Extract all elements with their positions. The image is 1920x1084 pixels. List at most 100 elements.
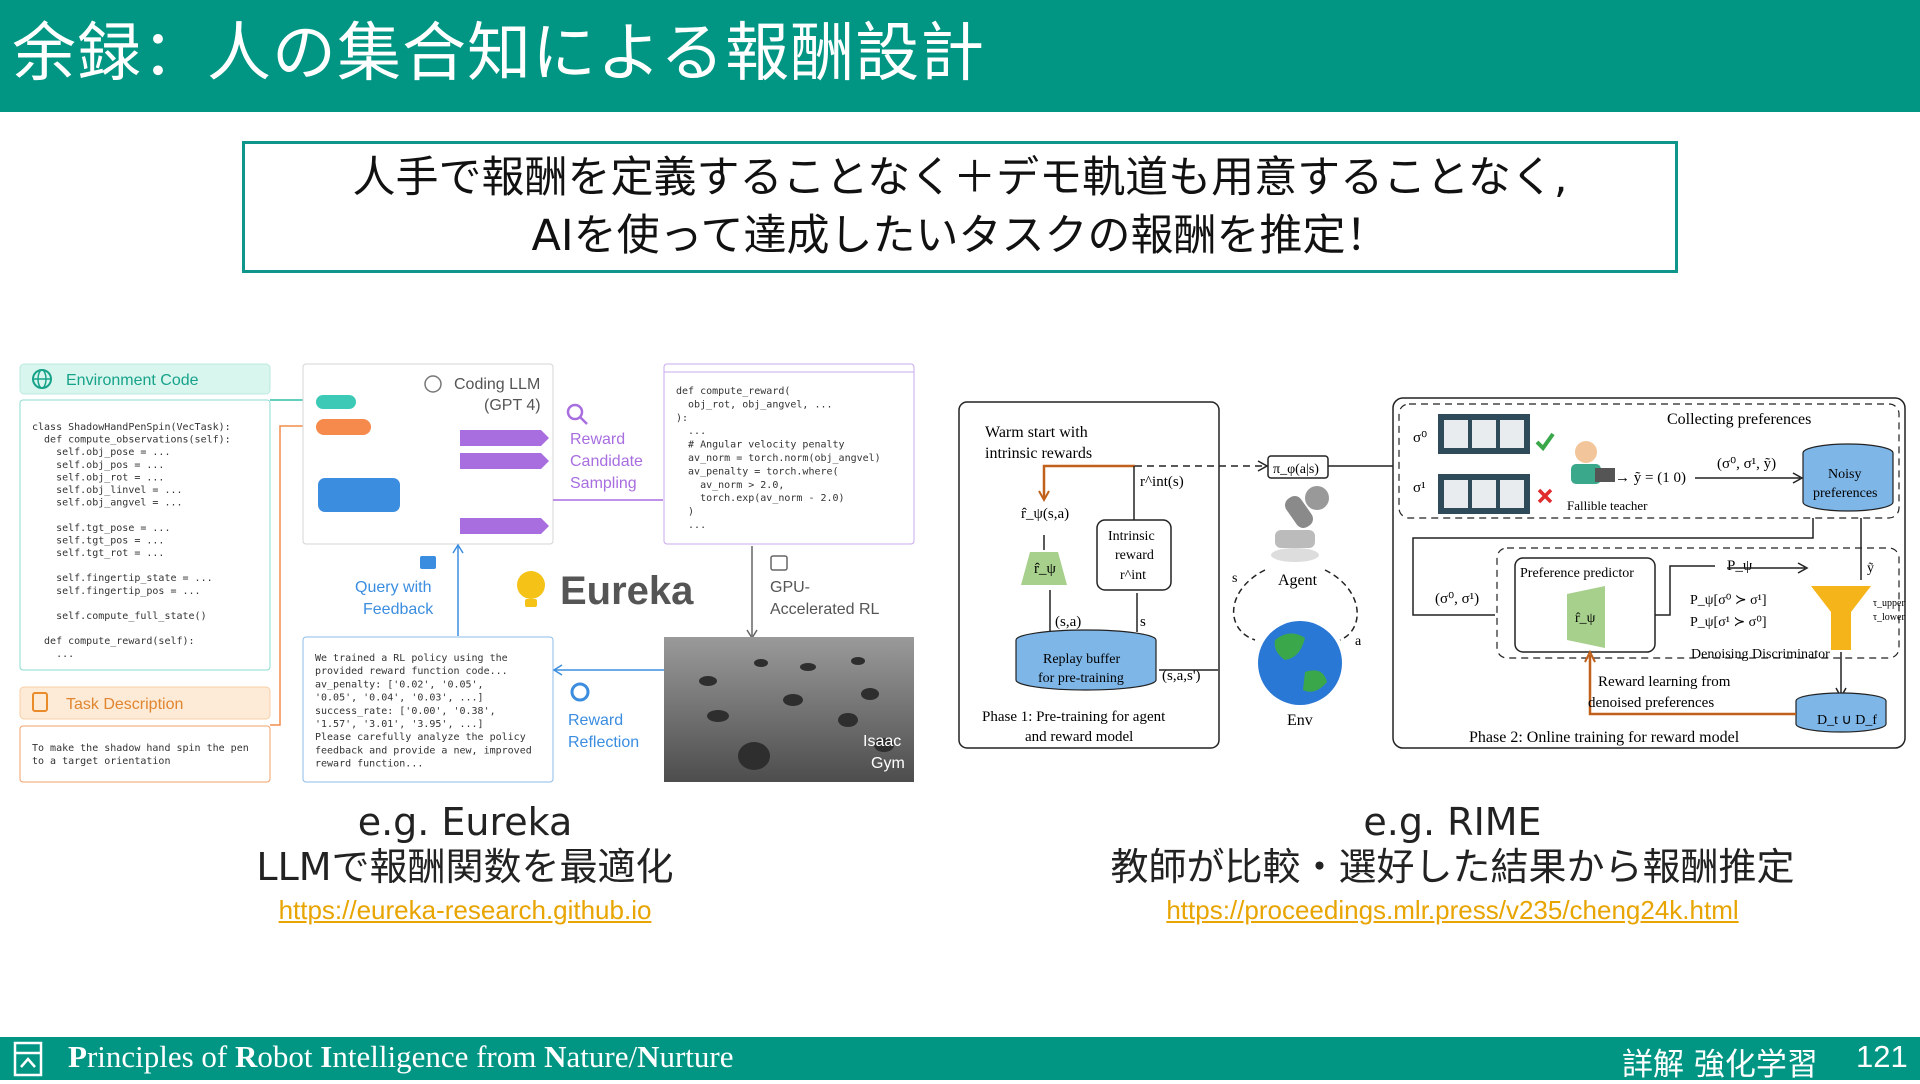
query-label-2: Feedback — [363, 601, 434, 618]
env-code-line: self.obj_pose = ... — [32, 447, 170, 458]
slide-title: 余録：人の集合知による報酬設計 — [12, 2, 985, 94]
rime-diagram: Warm start with intrinsic rewards r^int(… — [955, 390, 1910, 755]
reward-code-line: ... — [676, 426, 706, 437]
collecting-label: Collecting preferences — [1667, 411, 1811, 428]
callout-line-2: AIを使って達成したいタスクの報酬を推定！ — [245, 207, 1675, 265]
title-bar: 余録：人の集合知による報酬設計 — [0, 0, 1920, 112]
warm-start-2: intrinsic rewards — [985, 445, 1092, 462]
r-int-s: r^int(s) — [1140, 474, 1184, 490]
r-psi-sa: r̂_ψ(s,a) — [1021, 506, 1069, 522]
eureka-caption-1: e.g. Eureka — [150, 800, 780, 844]
y-tilde: → ỹ = (1 0) — [1615, 470, 1686, 486]
env-code-line: self.fingertip_state = ... — [32, 573, 213, 584]
book-title: 詳解 強化学習 — [1622, 1039, 1818, 1084]
sampling-label-3: Sampling — [570, 475, 637, 492]
reward-code-line: # Angular velocity penalty — [676, 440, 845, 451]
rime-caption-1: e.g. RIME — [1040, 800, 1865, 844]
feedback-line: feedback and provide a new, improved — [315, 745, 532, 756]
feedback-line: '1.57', '3.01', '3.95', ...] — [315, 719, 484, 730]
rime-caption: e.g. RIME 教師が比較・選好した結果から報酬推定 https://pro… — [1040, 800, 1865, 930]
task-line: To make the shadow hand spin the pen — [32, 743, 249, 754]
feedback-line: success_rate: ['0.00', '0.38', — [315, 706, 496, 717]
sigma1-label: σ¹ — [1413, 480, 1426, 496]
pi-label: π_φ(a|s) — [1273, 462, 1319, 477]
course-name: Principles of Robot Intelligence from Na… — [68, 1039, 734, 1075]
query-label-1: Query with — [355, 579, 431, 596]
reflection-label-1: Reward — [568, 712, 623, 729]
feedback-line: We trained a RL policy using the — [315, 653, 508, 664]
feedback-line: reward function... — [315, 759, 423, 770]
eureka-link[interactable]: https://eureka-research.github.io — [150, 890, 780, 930]
eureka-brand: Eureka — [560, 569, 694, 613]
reflection-label-2: Reflection — [568, 734, 639, 751]
feedback-line: provided reward function code... — [315, 666, 508, 677]
env-code-title: Environment Code — [66, 372, 199, 389]
denoising-label: Denoising Discriminator — [1691, 647, 1830, 662]
reward-code-line: ... — [676, 520, 706, 531]
search-icon — [568, 405, 582, 419]
env-code-line: self.fingertip_pos = ... — [32, 586, 201, 597]
noisy-1: Noisy — [1828, 467, 1861, 482]
sigma0-label: σ⁰ — [1413, 430, 1427, 446]
pref-predictor-label: Preference predictor — [1520, 566, 1634, 581]
eureka-caption-2: LLMで報酬関数を最適化 — [150, 844, 780, 890]
eureka-figure: Environment Code class ShadowHandPenSpin… — [18, 360, 918, 785]
summary-callout: 人手で報酬を定義することなく＋デモ軌道も用意することなく, AIを使って達成した… — [242, 141, 1678, 273]
env-code-line: self.obj_linvel = ... — [32, 485, 183, 496]
noisy-pref-store — [1803, 453, 1893, 511]
intrinsic-3: r^int — [1120, 568, 1146, 583]
r-psi: r̂_ψ — [1034, 561, 1056, 577]
reward-code-line: av_norm = torch.norm(obj_angvel) — [676, 453, 881, 464]
replay-2: for pre-training — [1038, 671, 1124, 686]
env-code-line: self.obj_rot = ... — [32, 472, 164, 483]
earth-icon — [1258, 621, 1342, 705]
reward-code-line: av_norm > 2.0, — [676, 480, 784, 491]
gpu-label-2: Accelerated RL — [770, 601, 879, 618]
agent-label: Agent — [1278, 572, 1318, 589]
callout-line-1: 人手で報酬を定義することなく＋デモ軌道も用意することなく, — [245, 149, 1675, 207]
reward-code-line: av_penalty = torch.where( — [676, 466, 839, 477]
y-tilde-short: ỹ — [1867, 561, 1874, 576]
p-line-1: P_ψ[σ⁰ ≻ σ¹] — [1690, 593, 1767, 608]
coding-llm-model: (GPT 4) — [484, 397, 541, 414]
pair-label: (σ⁰, σ¹) — [1435, 591, 1479, 607]
intrinsic-1: Intrinsic — [1108, 529, 1155, 544]
phase1-2: and reward model — [1025, 729, 1133, 745]
reward-code-line: ) — [676, 507, 694, 518]
sampling-label-2: Candidate — [570, 453, 643, 470]
gpu-icon — [771, 556, 787, 570]
robot-arm-icon — [1271, 486, 1329, 562]
env-label: Env — [1287, 712, 1313, 729]
noisy-2: preferences — [1813, 486, 1878, 501]
p-psi-label: P_ψ — [1727, 558, 1753, 574]
env-code-line: self.tgt_pos = ... — [32, 535, 164, 546]
env-code-line: def compute_reward(self): — [32, 636, 195, 647]
predictor-r-psi: r̂_ψ — [1575, 611, 1596, 626]
rime-link[interactable]: https://proceedings.mlr.press/v235/cheng… — [1040, 890, 1865, 930]
tau-lower: τ_lower — [1873, 612, 1905, 623]
reward-code-line: def compute_reward( — [676, 386, 790, 397]
triple-label: (σ⁰, σ¹, ỹ) — [1717, 456, 1776, 472]
bulb-icon — [517, 571, 545, 599]
course-logo-icon — [12, 1041, 44, 1077]
coding-llm-label: Coding LLM — [454, 376, 540, 393]
env-code-line: self.tgt_pose = ... — [32, 523, 170, 534]
eureka-caption: e.g. Eureka LLMで報酬関数を最適化 https://eureka-… — [150, 800, 780, 930]
reward-learning-2: denoised preferences — [1588, 695, 1714, 711]
sa-label: (s,a) — [1055, 614, 1081, 630]
chat-icon — [420, 556, 436, 569]
reflection-icon — [572, 684, 588, 700]
rime-caption-2: 教師が比較・選好した結果から報酬推定 — [1040, 844, 1865, 890]
feedback-line: '0.05', '0.04', '0.03', ...] — [315, 693, 484, 704]
env-code-line: class ShadowHandPenSpin(VecTask): — [32, 422, 231, 433]
env-code-line: self.obj_pos = ... — [32, 460, 164, 471]
env-code-line: self.compute_full_state() — [32, 611, 207, 622]
tau-upper: τ_upper — [1873, 598, 1905, 609]
s-label-2: s — [1232, 571, 1237, 586]
isaac-label-2: Gym — [871, 755, 905, 772]
gpu-label-1: GPU- — [770, 579, 810, 596]
feedback-line: av_penalty: ['0.02', '0.05', — [315, 679, 484, 690]
s-label-1: s — [1140, 614, 1146, 630]
footer-bar: Principles of Robot Intelligence from Na… — [0, 1037, 1920, 1080]
task-panel — [20, 726, 270, 782]
